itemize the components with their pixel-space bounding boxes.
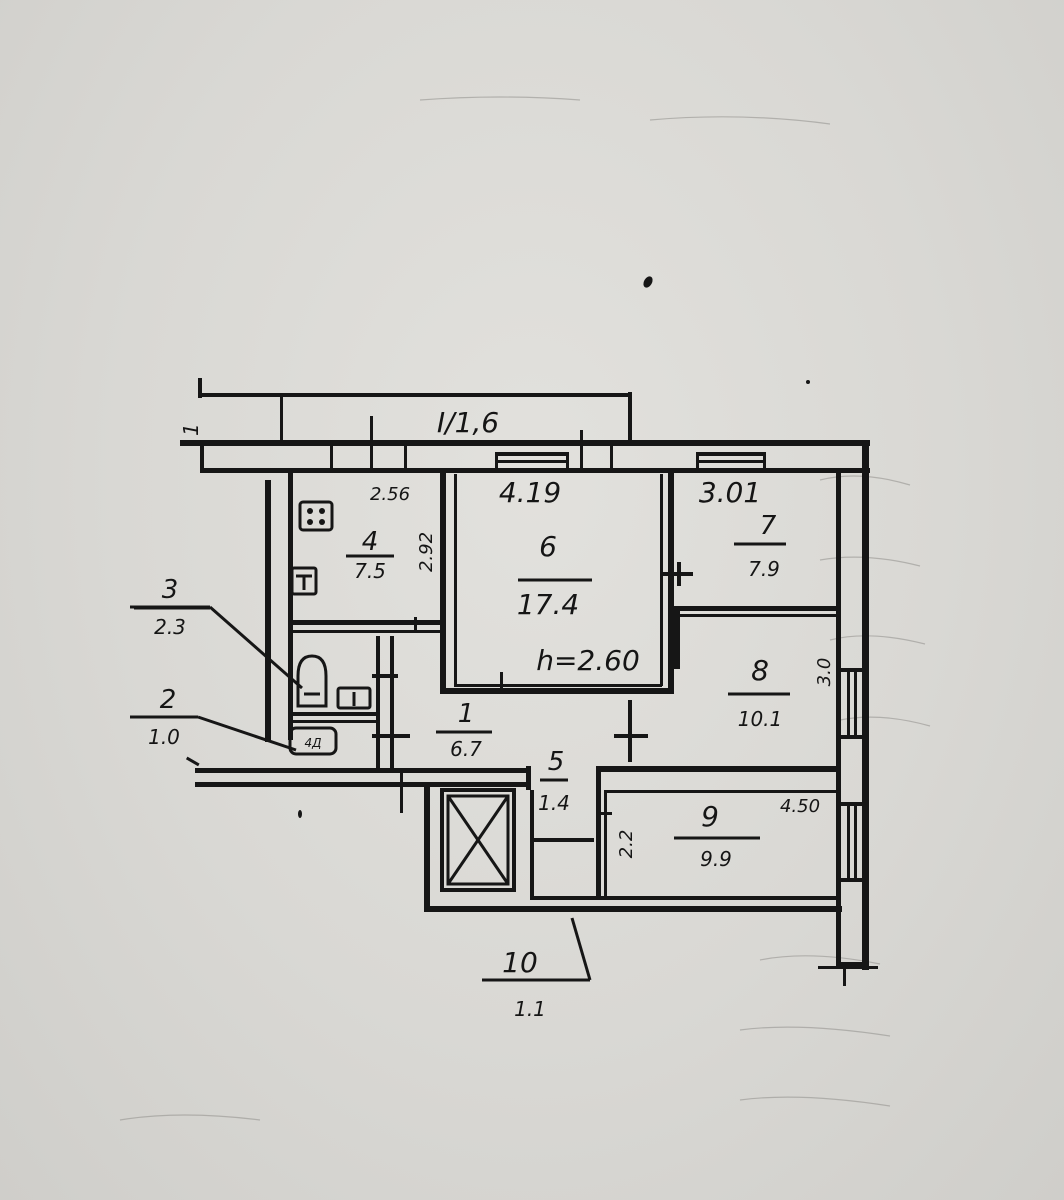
room-6-walls [440, 472, 674, 694]
ink-specks [298, 276, 810, 818]
outer-wall-left [265, 472, 293, 742]
window-room-7 [696, 452, 766, 468]
ceiling-height-note: h=2.60 [536, 644, 640, 677]
window-room-6 [495, 452, 569, 468]
sink-icon [290, 566, 318, 596]
toilet-icon [296, 654, 328, 708]
room-3-area: 2.3 [154, 615, 186, 639]
sink-icon-bath [336, 686, 372, 710]
ventilation-shaft [440, 788, 516, 892]
room-8-number: 8 [751, 654, 769, 687]
room-1-number: 1 [458, 699, 475, 729]
room-5-area: 1.4 [538, 791, 570, 815]
room-2-area: 1.0 [148, 725, 180, 749]
room-8-area: 10.1 [738, 707, 783, 731]
room-7-area: 7.9 [748, 557, 780, 581]
room-7-number: 7 [760, 511, 777, 541]
room-10-area: 1.1 [514, 997, 546, 1021]
room-7-walls [663, 562, 838, 617]
room-9-number: 9 [701, 800, 719, 833]
outer-wall-right [818, 440, 878, 986]
top-dimension-line [198, 378, 632, 444]
room-4-walls [288, 472, 446, 633]
room-9-depth: 2.2 [616, 830, 637, 859]
stove-icon [298, 500, 334, 532]
bathtub-label: 4Д [304, 736, 321, 750]
room-3-number: 3 [162, 575, 179, 605]
room-4-depth: 2.92 [416, 532, 437, 572]
room-8-depth: 3.0 [814, 658, 835, 687]
room-2-number: 2 [160, 685, 177, 715]
room-5-number: 5 [548, 747, 565, 777]
leader-lines [130, 542, 790, 982]
room-4-width: 2.56 [370, 484, 410, 505]
room-6-width: 4.19 [499, 476, 561, 509]
lower-block-walls [424, 787, 842, 912]
corridor-bottom-wall [185, 756, 836, 813]
room-7-width: 3.01 [699, 476, 761, 509]
side-dimension-label: 1 [179, 423, 203, 436]
room-6-number: 6 [539, 530, 557, 563]
outer-wall-top [180, 416, 870, 473]
room-10-number: 10 [502, 946, 538, 979]
bathtub-icon [288, 726, 338, 756]
window-room-8 [840, 668, 862, 739]
room-8-walls [614, 611, 680, 762]
room-1-area: 6.7 [450, 737, 482, 761]
room-6-area: 17.4 [517, 588, 579, 621]
room-4-area: 7.5 [354, 559, 386, 583]
window-room-9 [840, 802, 862, 882]
room-4-number: 4 [362, 527, 379, 557]
room-9-area: 9.9 [700, 847, 732, 871]
overall-dimension-label: I/1,6 [437, 406, 499, 439]
room-9-width: 4.50 [780, 796, 820, 817]
bathroom-partition [288, 636, 410, 770]
